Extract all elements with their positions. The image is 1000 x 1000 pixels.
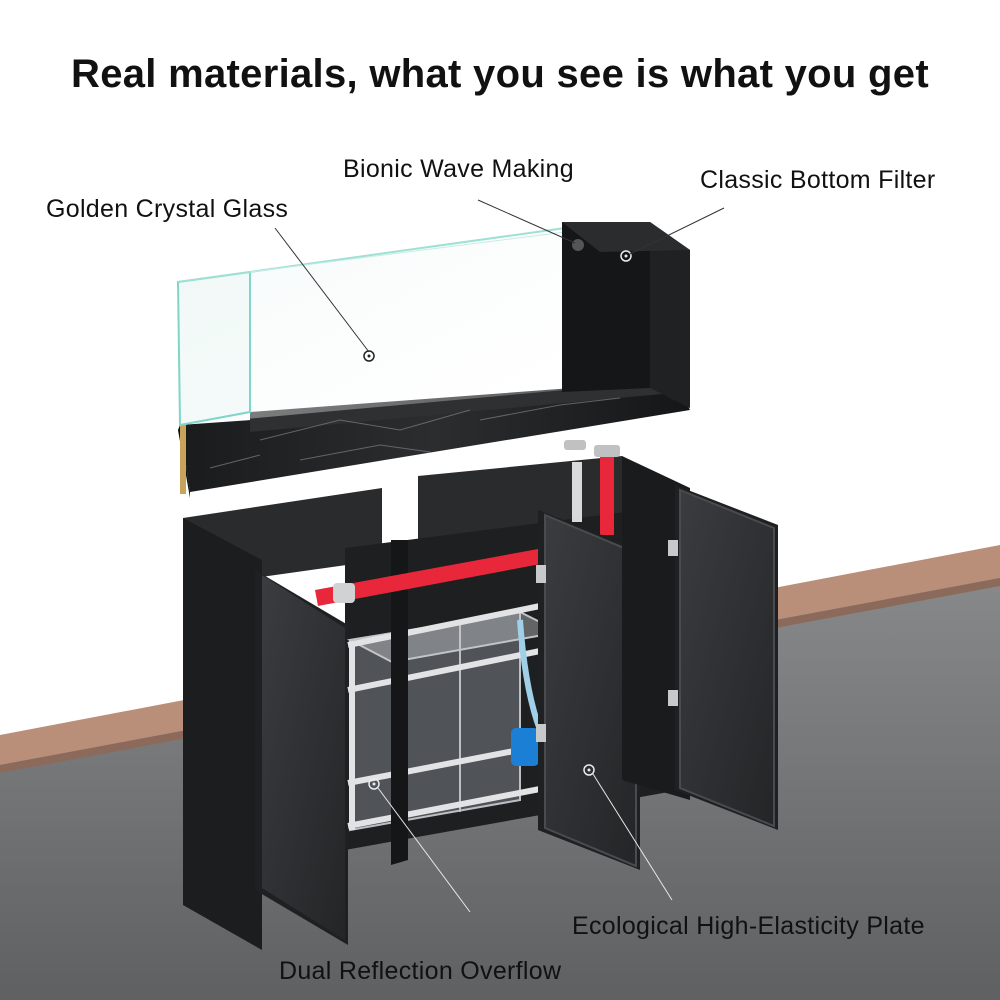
pump	[511, 728, 539, 766]
left-door	[262, 575, 345, 940]
callout-dual-reflection-overflow: Dual Reflection Overflow	[279, 957, 562, 985]
headline: Real materials, what you see is what you…	[71, 52, 929, 96]
glass-marker	[363, 350, 375, 362]
right-door	[679, 488, 775, 828]
callout-ecological-plate: Ecological High-Elasticity Plate	[572, 912, 925, 940]
callout-bionic-wave-making: Bionic Wave Making	[343, 155, 574, 183]
plate-marker	[583, 764, 595, 776]
middle-door	[544, 513, 637, 868]
aquarium-tank	[176, 222, 690, 498]
glass-tank	[178, 228, 565, 425]
callout-classic-bottom-filter: Classic Bottom Filter	[700, 166, 936, 194]
filter-box	[562, 222, 650, 392]
tank-base	[180, 390, 690, 492]
center-post	[391, 540, 408, 865]
callout-golden-crystal-glass: Golden Crystal Glass	[46, 195, 289, 223]
cabinet-left-side	[183, 518, 262, 950]
filter-marker	[620, 250, 632, 262]
overflow-marker	[368, 778, 380, 790]
cabinet	[183, 440, 778, 950]
leader-lines	[274, 199, 725, 353]
